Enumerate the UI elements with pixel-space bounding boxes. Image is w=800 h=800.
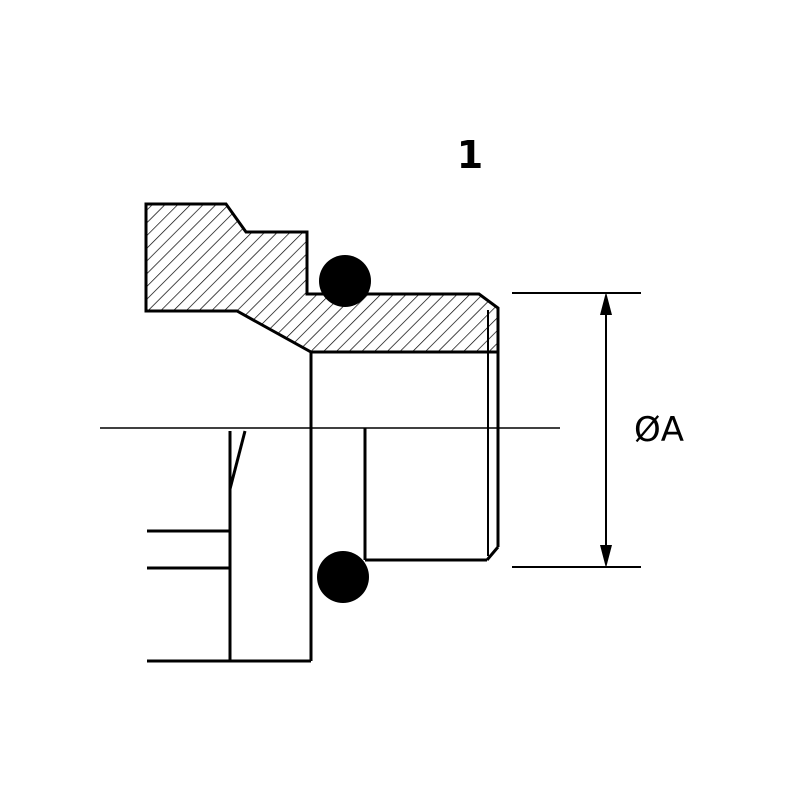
dimension-label: ØA <box>634 410 684 450</box>
dimension-arrowhead-up <box>600 292 612 315</box>
body-lower-outline <box>147 352 313 663</box>
male-stud-outline <box>363 352 500 562</box>
figure-number: 1 <box>457 133 483 177</box>
o-ring-upper <box>319 255 371 307</box>
o-ring-lower <box>317 551 369 603</box>
dimension-arrowhead-down <box>600 545 612 568</box>
body-section-hatched <box>144 202 500 354</box>
dimension-diameter <box>512 292 641 568</box>
